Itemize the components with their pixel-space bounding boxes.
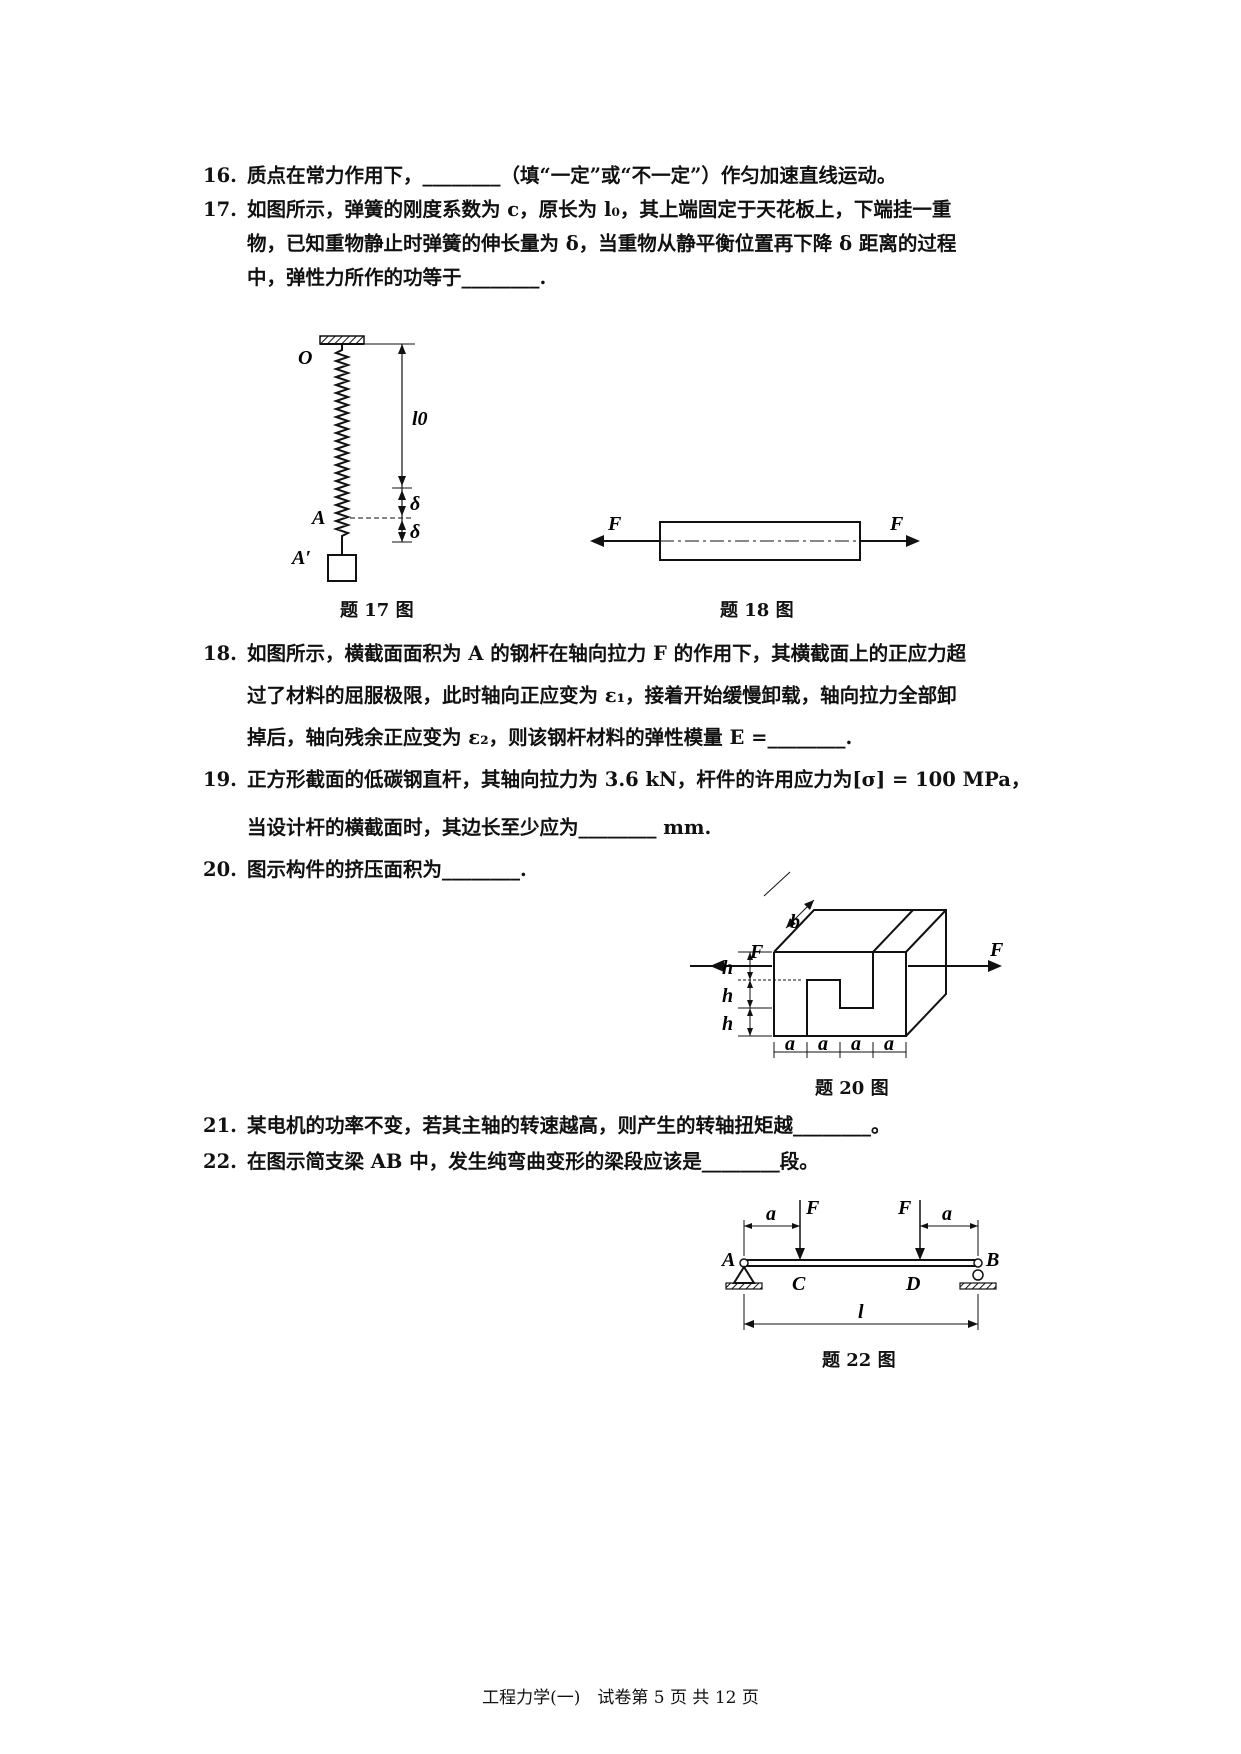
question-number: 17. xyxy=(203,198,237,221)
caption-figure-18: 题 18 图 xyxy=(720,600,794,621)
label-F-right: F xyxy=(989,939,1004,961)
question-text-line-1: 如图所示，横截面面积为 A 的钢杆在轴向拉力 F 的作用下，其横截面上的正应力超 xyxy=(247,642,967,665)
label-delta-1: δ xyxy=(410,493,420,515)
question-text: 图示构件的挤压面积为________. xyxy=(247,858,527,881)
question-text-line-1: 如图所示，弹簧的刚度系数为 c，原长为 l₀，其上端固定于天花板上，下端挂一重 xyxy=(247,198,952,221)
question-number: 16. xyxy=(203,164,237,187)
question-number: 18. xyxy=(203,642,237,665)
label-l: l xyxy=(858,1301,864,1323)
label-O: O xyxy=(298,347,312,369)
label-F-right: F xyxy=(897,1197,912,1219)
label-A: A xyxy=(310,507,325,529)
label-D: D xyxy=(905,1273,920,1295)
label-h-2: h xyxy=(722,985,733,1007)
question-text: 在图示简支梁 AB 中，发生纯弯曲变形的梁段应该是________段。 xyxy=(247,1150,819,1173)
label-l0: l0 xyxy=(412,408,428,430)
label-F-right: F xyxy=(889,513,904,535)
label-a-1: a xyxy=(785,1033,795,1055)
question-text: 质点在常力作用下，________（填“一定”或“不一定”）作匀加速直线运动。 xyxy=(247,164,897,187)
label-a-3: a xyxy=(851,1033,861,1055)
question-text-line-3: 掉后，轴向残余正应变为 ε₂，则该钢杆材料的弹性模量 E =________. xyxy=(247,726,853,749)
question-text-line-1: 正方形截面的低碳钢直杆，其轴向拉力为 3.6 kN，杆件的许用应力为[σ] = … xyxy=(247,768,1031,791)
label-A-prime: A′ xyxy=(290,547,311,569)
caption-figure-17: 题 17 图 xyxy=(340,600,414,621)
caption-figure-20: 题 20 图 xyxy=(815,1078,889,1099)
label-b: b xyxy=(790,911,800,933)
question-text-line-3: 中，弹性力所作的功等于________. xyxy=(247,266,547,289)
label-a-right: a xyxy=(942,1203,952,1225)
figure-22-beam: a F F a A B C D l xyxy=(720,1197,999,1330)
question-text-line-2: 当设计杆的横截面时，其边长至少应为________ mm. xyxy=(247,816,712,839)
label-C: C xyxy=(792,1273,806,1295)
question-number: 21. xyxy=(203,1114,237,1137)
question-number: 19. xyxy=(203,768,237,791)
label-a-left: a xyxy=(766,1203,776,1225)
label-F-left: F xyxy=(607,513,622,535)
label-h-1: h xyxy=(722,957,733,979)
page-footer: 工程力学(一) 试卷第 5 页 共 12 页 xyxy=(482,1688,759,1708)
question-text-line-2: 过了材料的屈服极限，此时轴向正应变为 ε₁，接着开始缓慢卸载，轴向拉力全部卸 xyxy=(247,684,957,707)
question-text-line-2: 物，已知重物静止时弹簧的伸长量为 δ，当重物从静平衡位置再下降 δ 距离的过程 xyxy=(247,232,957,255)
label-F-left: F xyxy=(749,941,764,963)
figure-17-spring: O l0 A A′ δ δ xyxy=(290,335,428,582)
label-a-4: a xyxy=(884,1033,894,1055)
label-F-left: F xyxy=(805,1197,820,1219)
figure-20-block: b F F h h h a a a a xyxy=(690,871,1004,1058)
label-B: B xyxy=(985,1249,999,1271)
question-text: 某电机的功率不变，若其主轴的转速越高，则产生的转轴扭矩越________。 xyxy=(247,1114,891,1137)
caption-figure-22: 题 22 图 xyxy=(822,1350,896,1371)
figure-18-bar: F F xyxy=(590,513,920,561)
question-number: 22. xyxy=(203,1150,237,1173)
question-number: 20. xyxy=(203,858,237,881)
label-A: A xyxy=(720,1249,735,1271)
label-h-3: h xyxy=(722,1013,733,1035)
label-a-2: a xyxy=(818,1033,828,1055)
label-delta-2: δ xyxy=(410,521,420,543)
